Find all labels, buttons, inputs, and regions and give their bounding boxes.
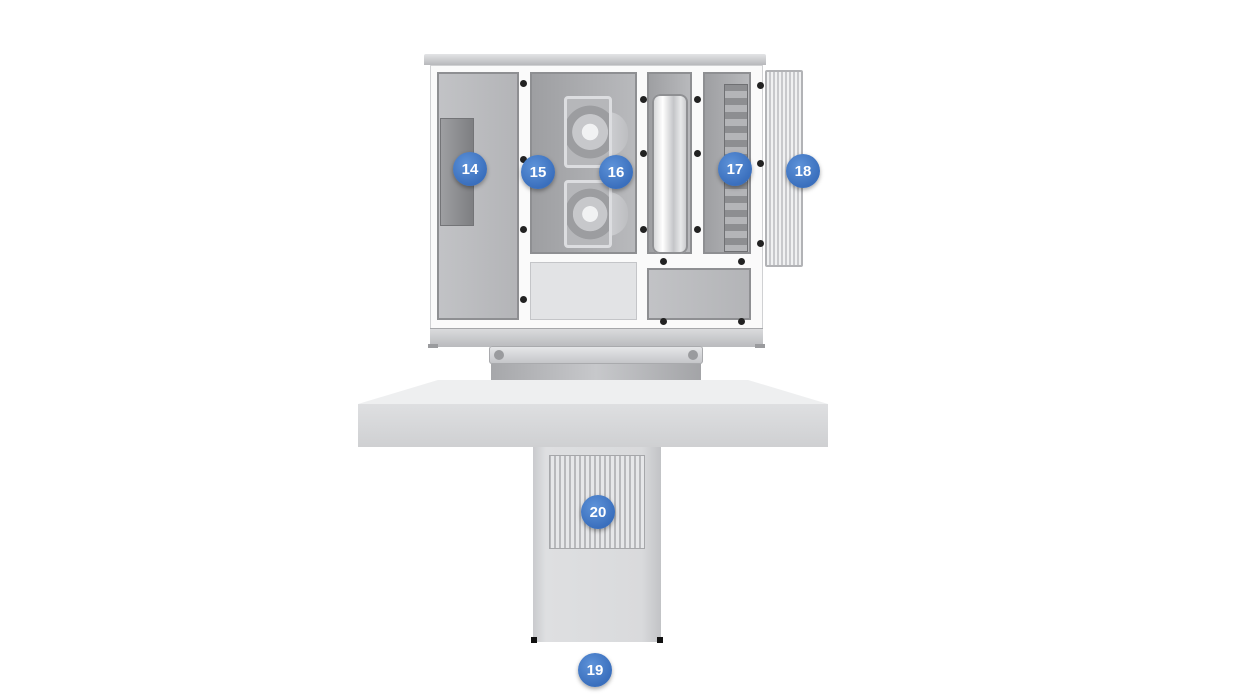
bracket-hole-right: [688, 350, 698, 360]
lower-panel-right: [647, 268, 751, 320]
fastener-pin: [520, 156, 527, 163]
fastener-pin: [520, 296, 527, 303]
fastener-pin: [660, 318, 667, 325]
rail-foot-right: [755, 344, 765, 348]
callout-16: 16: [599, 155, 633, 189]
fan-lower: [564, 180, 612, 248]
fastener-pin: [757, 240, 764, 247]
callout-18: 18: [786, 154, 820, 188]
fastener-pin: [757, 160, 764, 167]
fan-upper: [564, 96, 612, 168]
roof-slab-top: [358, 380, 828, 404]
fastener-pin: [640, 96, 647, 103]
fastener-pin: [757, 82, 764, 89]
roof-slab-front: [358, 404, 828, 447]
callout-15: 15: [521, 155, 555, 189]
rotary-heat-exchanger: [652, 94, 688, 254]
duct-foot-left: [531, 637, 537, 643]
fastener-pin: [694, 96, 701, 103]
fastener-pin: [738, 318, 745, 325]
fastener-pin: [640, 226, 647, 233]
callout-20: 20: [581, 495, 615, 529]
callout-19: 19: [578, 653, 612, 687]
lower-panel-left: [530, 262, 637, 320]
fastener-pin: [640, 150, 647, 157]
duct-foot-right: [657, 637, 663, 643]
callout-14: 14: [453, 152, 487, 186]
callout-17: 17: [718, 152, 752, 186]
cabinet-roof: [424, 54, 766, 65]
fastener-pin: [520, 80, 527, 87]
fastener-pin: [694, 226, 701, 233]
fastener-pin: [694, 150, 701, 157]
rail-foot-left: [428, 344, 438, 348]
mounting-bracket: [489, 346, 703, 364]
fastener-pin: [660, 258, 667, 265]
base-rail: [430, 328, 763, 347]
fastener-pin: [520, 226, 527, 233]
bracket-hole-left: [494, 350, 504, 360]
fastener-pin: [738, 258, 745, 265]
